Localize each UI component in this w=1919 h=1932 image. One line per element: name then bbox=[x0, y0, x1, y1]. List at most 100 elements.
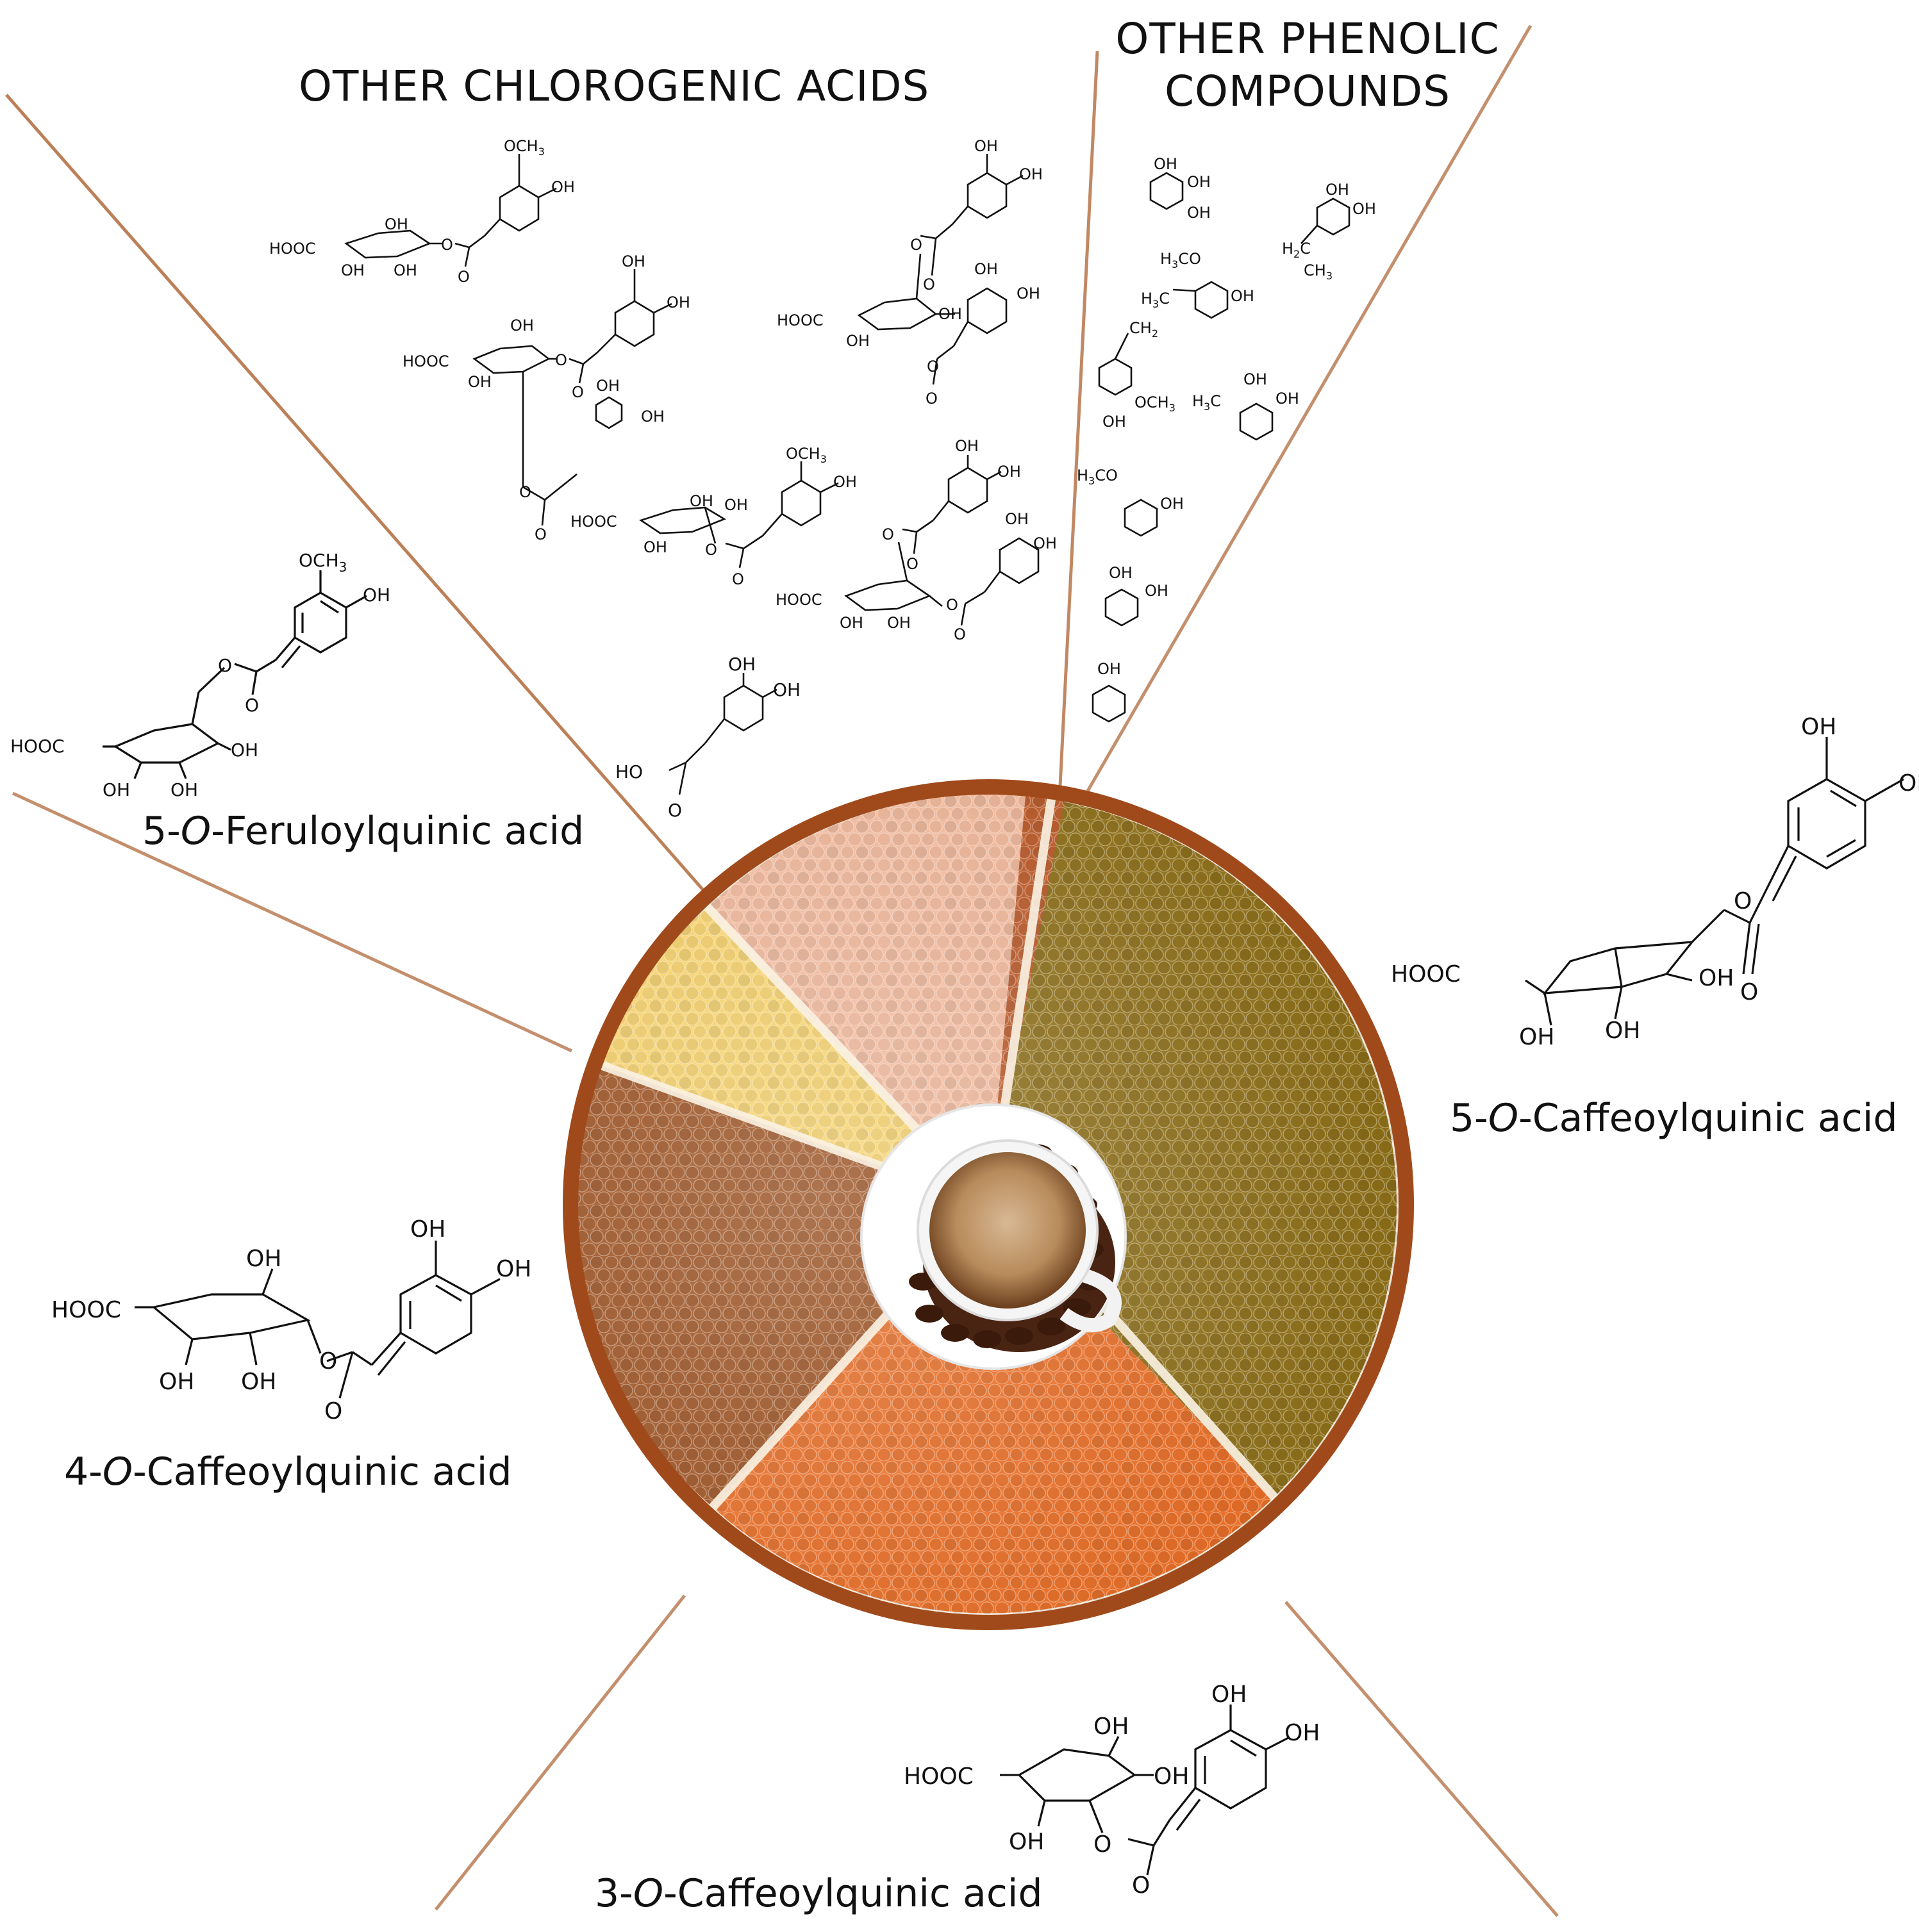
atom-o: O bbox=[572, 383, 584, 401]
atom-oh: OH bbox=[1898, 770, 1919, 797]
atom-oh: OH bbox=[510, 317, 534, 334]
atom-oh: OH bbox=[103, 779, 130, 800]
atom-oh: OH bbox=[159, 1369, 194, 1395]
atom-oh: OH bbox=[341, 261, 365, 279]
atom-oh: OH bbox=[1325, 181, 1349, 199]
atom-o: O bbox=[1093, 1831, 1111, 1858]
atom-o: O bbox=[923, 276, 935, 293]
atom-o: O bbox=[1734, 888, 1752, 914]
molecule-guaiacol: H3CO OH bbox=[1077, 466, 1184, 537]
atom-oh: OH bbox=[596, 377, 620, 395]
molecule-other-cga-3: OH OH O O HOOC OH OH OH OH O O bbox=[777, 137, 1043, 408]
atom-h3c: H3C bbox=[1192, 392, 1221, 413]
atom-oh: OH bbox=[728, 654, 756, 675]
heading-other-phenolic-compounds: OTHER PHENOLIC COMPOUNDS bbox=[1115, 13, 1500, 118]
atom-oh: OH bbox=[938, 305, 962, 323]
molecule-other-cga-4: OCH3 OH O O HOOC OH OH OH bbox=[570, 445, 857, 588]
atom-o: O bbox=[927, 358, 939, 376]
atom-o: O bbox=[218, 655, 232, 676]
atom-o: O bbox=[946, 596, 958, 614]
label-5-feruloylquinic-acid: 5-O-Feruloylquinic acid bbox=[142, 809, 585, 854]
atom-hooc: HOOC bbox=[776, 591, 822, 609]
atom-h3c: H3C bbox=[1141, 290, 1170, 310]
atom-oh: OH bbox=[410, 1216, 445, 1243]
molecule-ethylcatechol: OH OH H2C CH3 bbox=[1282, 181, 1376, 282]
atom-ch3: CH3 bbox=[1304, 261, 1333, 282]
divider-bottom-left bbox=[435, 1594, 686, 1911]
atom-oh: OH bbox=[1009, 1829, 1044, 1855]
atom-hooc: HOOC bbox=[10, 736, 65, 757]
atom-o: O bbox=[519, 483, 531, 501]
atom-oh: OH bbox=[1109, 564, 1133, 582]
atom-oh: OH bbox=[1154, 1763, 1189, 1790]
molecule-other-cga-5: OH OH O O HOOC OH OH OH OH O O bbox=[776, 437, 1057, 643]
atom-oh: OH bbox=[644, 538, 667, 556]
divider-top-a bbox=[1058, 51, 1099, 786]
molecule-catechol: OH OH bbox=[1104, 564, 1168, 627]
atom-oh: OH bbox=[1231, 287, 1254, 305]
atom-och3: OCH3 bbox=[504, 137, 545, 158]
molecule-phenol: OH bbox=[1092, 660, 1126, 723]
atom-och3: OCH3 bbox=[1134, 393, 1175, 414]
heading-other-phenolic-line1: OTHER PHENOLIC bbox=[1115, 14, 1500, 63]
atom-oh: OH bbox=[170, 779, 198, 800]
divider-upper-left bbox=[5, 94, 705, 892]
atom-o: O bbox=[555, 351, 567, 369]
atom-och3: OCH3 bbox=[299, 550, 347, 575]
atom-o: O bbox=[882, 525, 894, 543]
atom-o: O bbox=[245, 695, 259, 716]
atom-och3: OCH3 bbox=[786, 445, 827, 465]
atom-o: O bbox=[954, 625, 966, 643]
atom-o: O bbox=[441, 236, 453, 254]
atom-hooc: HOOC bbox=[570, 513, 617, 531]
atom-o: O bbox=[324, 1398, 342, 1424]
atom-oh: OH bbox=[1102, 413, 1126, 431]
heading-other-phenolic-line2: COMPOUNDS bbox=[1164, 67, 1451, 116]
divider-bottom-right bbox=[1284, 1601, 1559, 1917]
atom-oh: OH bbox=[1187, 173, 1211, 191]
phenolic-compounds: OH OH OH OH OH H2C CH3 H3CO OH H3C CH2 O… bbox=[1077, 155, 1376, 723]
atom-oh: OH bbox=[1160, 495, 1184, 513]
molecule-5-feruloylquinic: OCH3 OH O O HOOC OH OH OH bbox=[10, 550, 390, 800]
atom-oh: OH bbox=[846, 332, 870, 350]
atom-oh: OH bbox=[1352, 200, 1376, 218]
atom-hooc: HOOC bbox=[51, 1297, 121, 1323]
atom-oh: OH bbox=[667, 293, 690, 311]
atom-oh: OH bbox=[394, 261, 417, 279]
atom-oh: OH bbox=[1033, 534, 1057, 552]
atom-oh: OH bbox=[1005, 510, 1029, 528]
atom-oh: OH bbox=[246, 1246, 281, 1272]
atom-oh: OH bbox=[1017, 285, 1040, 302]
atom-oh: OH bbox=[1243, 370, 1267, 388]
atom-h3co: H3CO bbox=[1077, 466, 1118, 487]
label-5-caffeoylquinic-acid: 5-O-Caffeoylquinic acid bbox=[1450, 1096, 1898, 1141]
atom-oh: OH bbox=[955, 437, 979, 455]
atom-h3co: H3CO bbox=[1160, 250, 1201, 270]
atom-oh: OH bbox=[1187, 204, 1211, 222]
atom-oh: OH bbox=[840, 614, 863, 632]
atom-hooc: HOOC bbox=[269, 240, 316, 258]
atom-hooc: HOOC bbox=[1391, 961, 1461, 987]
atom-o: O bbox=[668, 800, 682, 821]
disc-ring bbox=[563, 779, 1414, 1630]
atom-oh: OH bbox=[468, 373, 492, 391]
atom-oh: OH bbox=[1519, 1024, 1554, 1050]
atom-ch2: CH2 bbox=[1129, 319, 1158, 340]
atom-hooc: HOOC bbox=[403, 352, 449, 370]
atom-oh: OH bbox=[231, 739, 258, 761]
atom-oh: OH bbox=[724, 496, 748, 514]
atom-oh: OH bbox=[622, 252, 645, 270]
atom-oh: OH bbox=[833, 473, 857, 491]
divider-top-b bbox=[1085, 24, 1533, 793]
coffee-cup-image bbox=[860, 1103, 1127, 1370]
atom-oh: OH bbox=[1801, 714, 1836, 740]
divider-lines bbox=[5, 24, 1559, 1917]
atom-ho: HO bbox=[615, 761, 643, 782]
molecule-3-caffeoylquinic: OH OH O O HOOC OH OH OH bbox=[904, 1681, 1320, 1899]
molecule-4-caffeoylquinic: OH OH O O HOOC OH OH OH bbox=[51, 1216, 531, 1424]
atom-oh: OH bbox=[385, 215, 408, 233]
atom-o: O bbox=[926, 390, 938, 408]
molecule-methylcatechol: H3C OH OH bbox=[1192, 370, 1299, 441]
cup-handle bbox=[1059, 1268, 1122, 1332]
